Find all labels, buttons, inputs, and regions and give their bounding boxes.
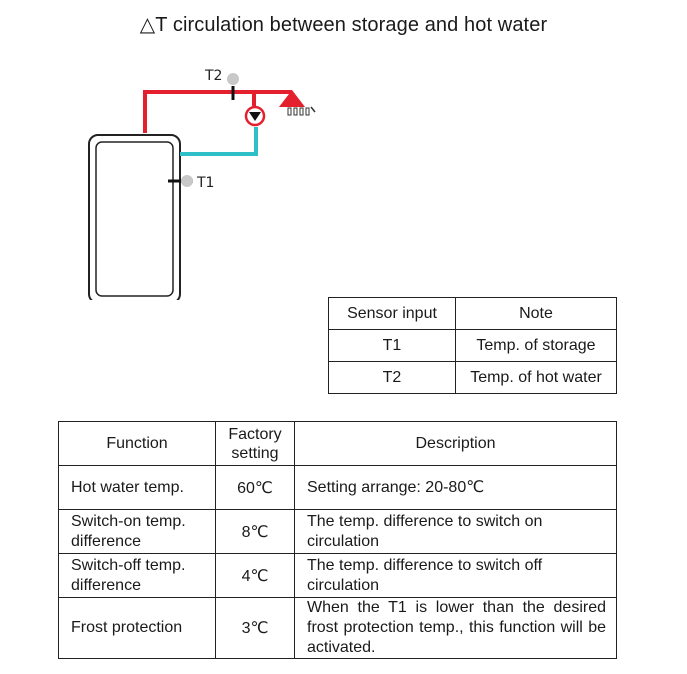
function-table: Function Factory setting Description Hot… xyxy=(58,421,617,659)
description-cell: Setting arrange: 20-80℃ xyxy=(294,465,617,510)
function-cell: Frost protection xyxy=(58,597,216,659)
setting-cell: 3℃ xyxy=(215,597,295,659)
table-header-row: Function Factory setting Description xyxy=(58,421,617,466)
function-cell: Switch-off temp. difference xyxy=(58,553,216,598)
table-cell: Temp. of hot water xyxy=(455,361,617,394)
t1-label: T1 xyxy=(196,175,214,191)
header-function: Function xyxy=(58,421,216,466)
description-cell: When the T1 is lower than the desired fr… xyxy=(294,597,617,659)
t1-sensor-icon xyxy=(181,175,193,187)
header-factory-setting: Factory setting xyxy=(215,421,295,466)
shower-head-icon xyxy=(279,90,316,116)
table-header-row: Sensor input Note xyxy=(328,297,617,330)
setting-cell: 8℃ xyxy=(215,509,295,554)
table-cell: Temp. of storage xyxy=(455,329,617,362)
t2-sensor-icon xyxy=(227,73,239,85)
table-row: Switch-off temp. difference 4℃ The temp.… xyxy=(58,553,617,598)
storage-tank-outer xyxy=(88,134,181,300)
page-title: △T circulation between storage and hot w… xyxy=(139,14,548,36)
table-row: T2 Temp. of hot water xyxy=(328,361,617,394)
table-cell: T1 xyxy=(328,329,456,362)
t2-label: T2 xyxy=(204,68,222,84)
function-cell: Hot water temp. xyxy=(58,465,216,510)
sensor-input-table: Sensor input Note T1 Temp. of storage T2… xyxy=(328,297,617,394)
table-row: Frost protection 3℃ When the T1 is lower… xyxy=(58,597,617,659)
table-row: Hot water temp. 60℃ Setting arrange: 20-… xyxy=(58,465,617,510)
circulation-diagram: T2 T1 xyxy=(88,68,316,300)
storage-tank-inner xyxy=(95,141,174,297)
header-sensor-input: Sensor input xyxy=(328,297,456,330)
description-cell: The temp. difference to switch on circul… xyxy=(294,509,617,554)
table-row: T1 Temp. of storage xyxy=(328,329,617,362)
header-description: Description xyxy=(294,421,617,466)
setting-cell: 4℃ xyxy=(215,553,295,598)
header-note: Note xyxy=(455,297,617,330)
return-pipe xyxy=(180,127,258,156)
function-cell: Switch-on temp. difference xyxy=(58,509,216,554)
table-cell: T2 xyxy=(328,361,456,394)
table-row: Switch-on temp. difference 8℃ The temp. … xyxy=(58,509,617,554)
circulation-pump-icon xyxy=(244,105,266,127)
hot-water-pipe xyxy=(143,90,292,133)
setting-cell: 60℃ xyxy=(215,465,295,510)
description-cell: The temp. difference to switch off circu… xyxy=(294,553,617,598)
